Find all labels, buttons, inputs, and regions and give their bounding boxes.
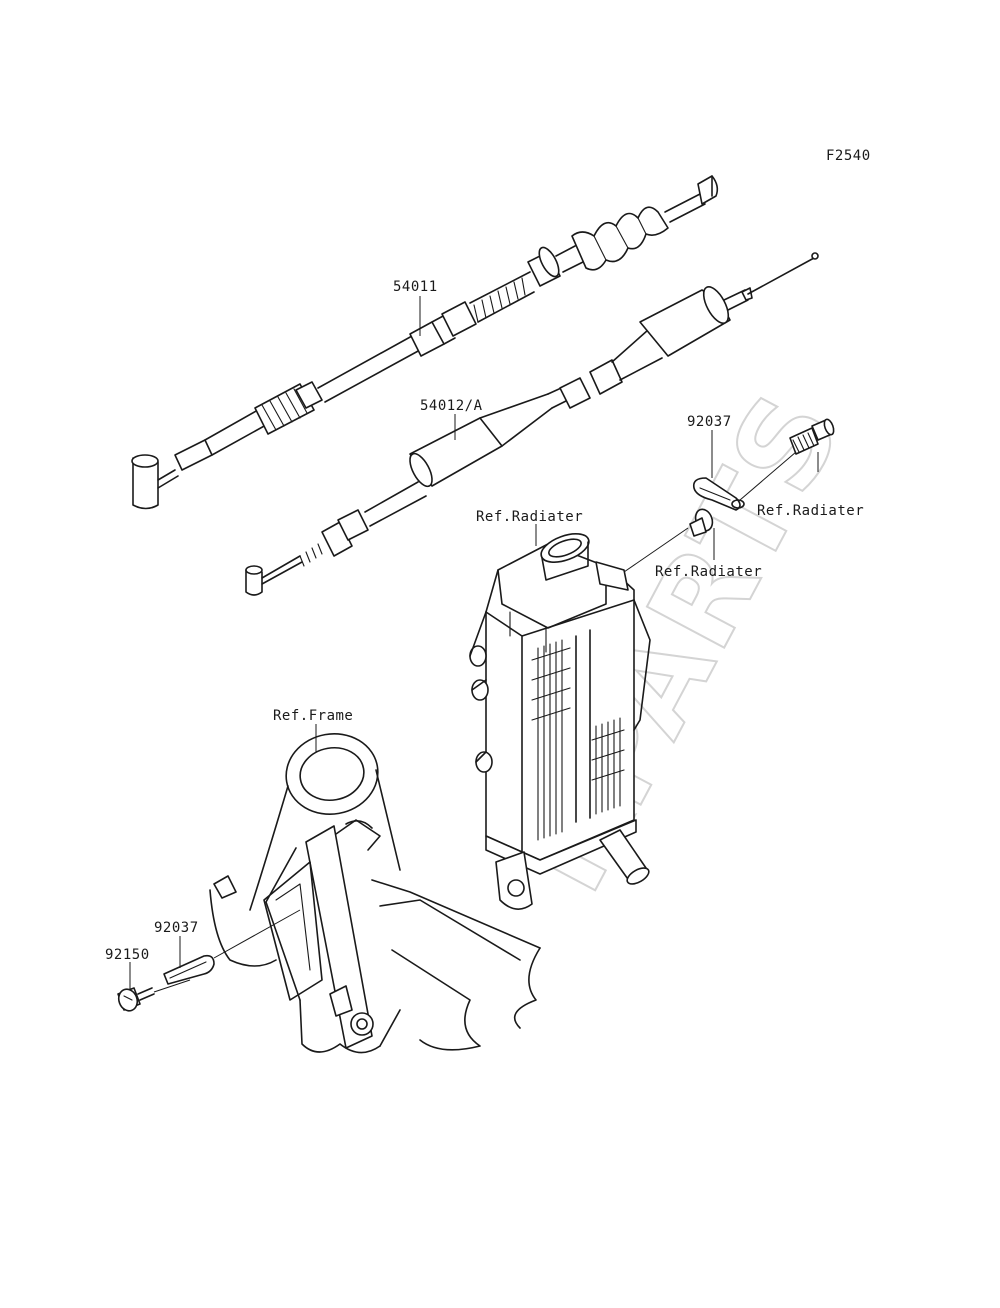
- figure-code: F2540: [826, 148, 871, 164]
- label-ref-frame: Ref.Frame: [273, 708, 353, 724]
- label-54012A: 54012/A: [420, 398, 483, 414]
- throttle-cable-54012A[interactable]: [245, 252, 819, 596]
- bolt-ref-radiater: [789, 418, 835, 455]
- label-92037-upper: 92037: [687, 414, 732, 430]
- frame-ref: [209, 733, 541, 1054]
- label-92150: 92150: [105, 947, 150, 963]
- clutch-cable-54011[interactable]: [131, 175, 719, 510]
- label-92037-lower: 92037: [154, 920, 199, 936]
- bolt-92150[interactable]: [116, 987, 155, 1014]
- grommet-ref: [689, 508, 714, 537]
- label-ref-radiater-top: Ref.Radiater: [476, 509, 583, 525]
- label-ref-radiater-right: Ref.Radiater: [757, 503, 864, 519]
- label-ref-radiater-mid: Ref.Radiater: [655, 564, 762, 580]
- radiator-ref: [469, 533, 651, 910]
- clamp-92037-lower[interactable]: [163, 954, 215, 985]
- leader-lines: [129, 296, 819, 993]
- clamp-92037-upper[interactable]: [692, 477, 745, 511]
- label-54011: 54011: [393, 279, 438, 295]
